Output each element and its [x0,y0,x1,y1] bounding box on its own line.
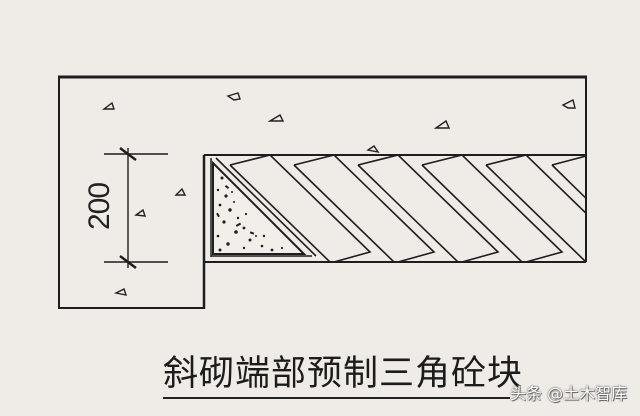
watermark: 头条 @土木智库 [510,384,628,403]
end-block-frame [210,158,312,257]
dimension-value: 200 [83,182,116,230]
concrete-outline [58,75,587,309]
caption-underline [163,397,510,399]
diagonal-brick-band [229,156,585,261]
aggregate-marks [101,92,576,296]
precast-triangle-block [212,157,317,257]
dimension-line [104,147,168,269]
diagram-caption: 斜砌端部预制三角砼块 [163,354,524,394]
